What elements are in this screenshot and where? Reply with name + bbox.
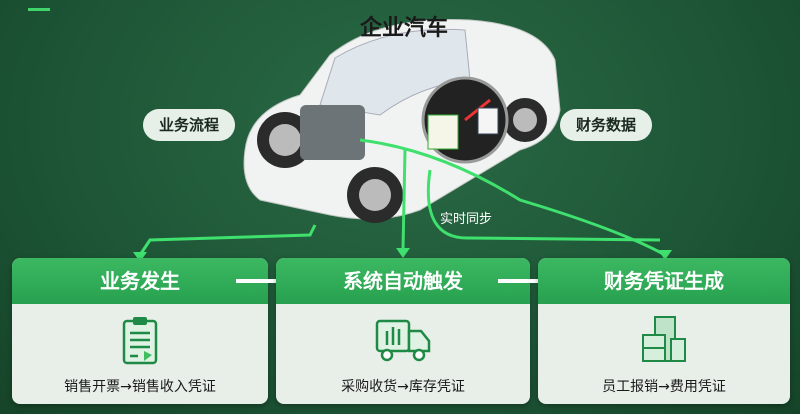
step-title: 财务凭证生成 — [538, 258, 790, 304]
financial-data-label: 财务数据 — [560, 109, 653, 141]
realtime-sync-label: 实时同步 — [440, 212, 493, 227]
engine-icon — [300, 105, 365, 160]
step-example: 销售开票→销售收入凭证 — [64, 379, 216, 395]
business-process-label: 业务流程 — [143, 109, 236, 141]
step-card-system: 系统自动触发 采购收货→库存凭证 — [276, 258, 530, 404]
step-card-finance: 财务凭证生成 员工报销→费用凭证 — [538, 258, 790, 404]
step-title: 系统自动触发 — [276, 258, 530, 304]
diagram-title: 企业汽车 — [360, 16, 449, 41]
step-example: 采购收货→库存凭证 — [341, 379, 465, 395]
step-title: 业务发生 — [12, 258, 268, 304]
step-example: 员工报销→费用凭证 — [602, 379, 726, 395]
truck-icon — [276, 310, 530, 370]
clipboard-icon — [12, 310, 268, 370]
step-card-business: 业务发生 销售开票→销售收入凭证 — [12, 258, 268, 404]
accent-line — [28, 8, 50, 11]
document-stack-icon — [538, 310, 790, 370]
